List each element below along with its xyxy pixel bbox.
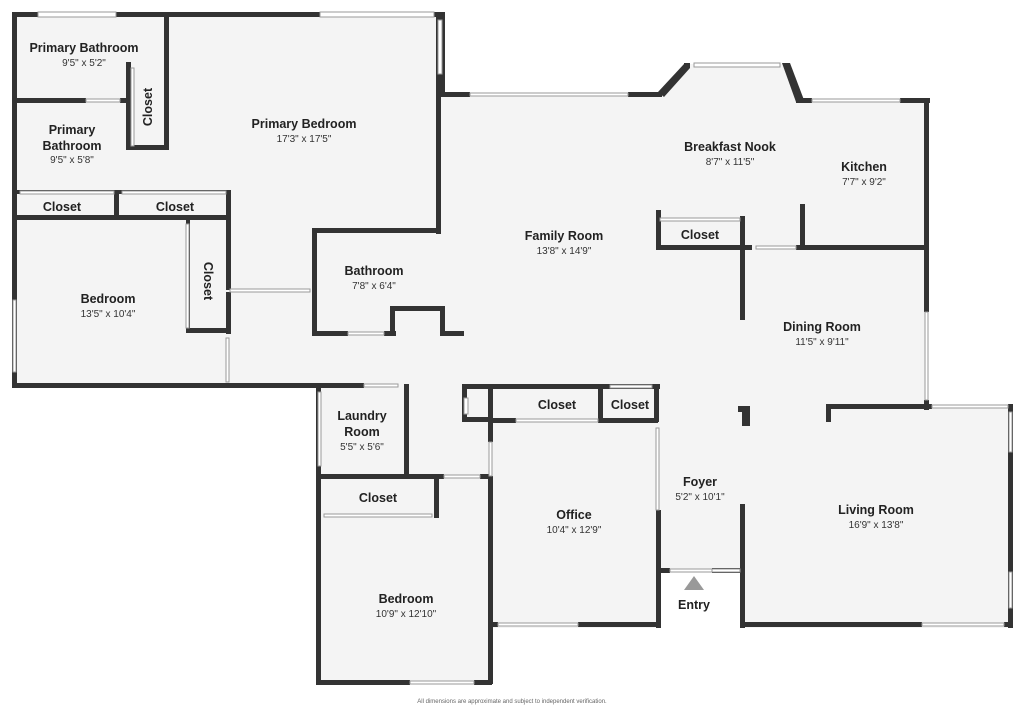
room-name-laundry-line1: Laundry [337,409,386,423]
room-dims-primary-bedroom: 17'3" x 17'5" [277,134,332,145]
closet-label-left-1: Closet [43,200,82,214]
room-name-family-room: Family Room [525,229,604,243]
closet-label-primary-bath: Closet [141,87,155,126]
entry-label: Entry [678,598,710,612]
floor-areas [12,12,1012,684]
room-dims-living-room: 16'9" x 13'8" [849,520,904,531]
closet-label-left-2: Closet [156,200,195,214]
room-dims-breakfast-nook: 8'7" x 11'5" [706,157,755,168]
entry-arrow-icon [684,576,704,590]
room-dims-dining-room: 11'5" x 9'11" [795,337,849,348]
room-name-laundry-line2: Room [344,425,379,439]
room-name-kitchen: Kitchen [841,160,887,174]
closet-label-office-2: Closet [611,398,650,412]
room-dims-office: 10'4" x 12'9" [547,525,602,536]
room-dims-family-room: 13'8" x 14'9" [537,246,592,257]
room-name-living-room: Living Room [838,503,914,517]
room-dims-bedroom-1: 13'5" x 10'4" [81,309,136,320]
closet-label-family: Closet [681,228,720,242]
footer-note: All dimensions are approximate and subje… [417,699,607,705]
room-dims-kitchen: 7'7" x 9'2" [842,177,886,188]
room-name-bedroom-2: Bedroom [379,592,434,606]
room-name-dining-room: Dining Room [783,320,861,334]
closet-label-bedroom-2: Closet [359,491,398,505]
room-dims-laundry: 5'5" x 5'6" [340,442,384,453]
room-name-breakfast-nook: Breakfast Nook [684,140,776,154]
windows [12,11,1013,685]
room-dims-bathroom: 7'8" x 6'4" [352,281,396,292]
room-name-office: Office [556,508,591,522]
room-name-primary-bathroom-2-line1: Primary [49,123,96,137]
closet-label-office-1: Closet [538,398,577,412]
room-name-bathroom: Bathroom [344,264,403,278]
room-dims-primary-bathroom-1: 9'5" x 5'2" [62,58,106,69]
room-name-primary-bathroom-1: Primary Bathroom [29,41,138,55]
room-dims-foyer: 5'2" x 10'1" [675,492,725,503]
room-dims-primary-bathroom-2: 9'5" x 5'8" [50,155,94,166]
room-name-bedroom-1: Bedroom [81,292,136,306]
room-dims-bedroom-2: 10'9" x 12'10" [376,609,437,620]
closet-label-bedroom-1: Closet [201,262,215,301]
walls [12,12,1013,685]
room-name-primary-bedroom: Primary Bedroom [252,117,357,131]
closet-labels: Closet Closet Closet Closet Closet Close… [43,87,720,505]
room-labels: Primary Bathroom 9'5" x 5'2" Primary Bat… [29,41,913,620]
room-name-primary-bathroom-2-line2: Bathroom [42,139,101,153]
room-name-foyer: Foyer [683,475,717,489]
